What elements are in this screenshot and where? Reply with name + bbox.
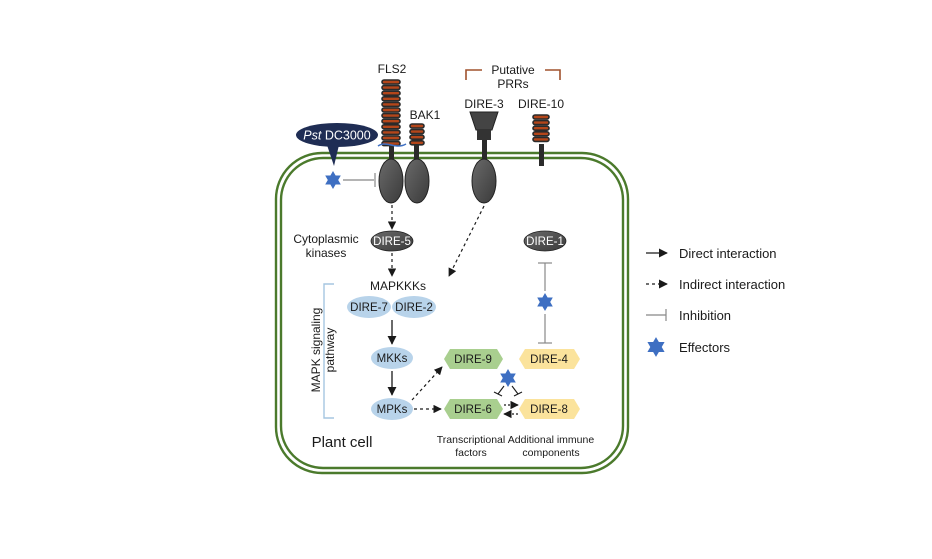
bak1-label: BAK1 bbox=[410, 108, 441, 122]
fls2-stalk bbox=[389, 145, 394, 163]
dire1-node bbox=[523, 230, 567, 252]
legend: Direct interaction Indirect interaction … bbox=[646, 246, 785, 357]
tf-label-1: Transcriptional bbox=[437, 434, 505, 446]
fls2-receptor bbox=[381, 79, 401, 147]
dire5-node bbox=[370, 230, 414, 252]
dire8-node bbox=[519, 399, 580, 419]
dire10-receptor bbox=[532, 114, 550, 143]
dire7-label: DIRE-7 bbox=[350, 302, 388, 314]
fls2-coil-segment bbox=[381, 96, 401, 102]
dire1-label: DIRE-1 bbox=[526, 236, 564, 248]
bak1-kinase-domain bbox=[404, 158, 430, 204]
dire3-to-dire2-arrow bbox=[448, 205, 485, 277]
fls2-bak1-link bbox=[377, 143, 407, 147]
mpks-node bbox=[371, 398, 413, 420]
legend-inhibition-label: Inhibition bbox=[679, 308, 731, 323]
mpk-to-dire9-arrow bbox=[411, 366, 443, 401]
effector-dire8-inhibition bbox=[511, 385, 519, 395]
effector-star-icon-dire6 bbox=[500, 369, 516, 387]
bak1-coil-segment bbox=[409, 128, 425, 135]
effector-dire6-inhibition-bar bbox=[493, 391, 503, 397]
fls2-kinase-domain bbox=[378, 158, 404, 204]
bak1-receptor bbox=[409, 123, 425, 146]
dire4-node bbox=[519, 349, 580, 369]
mkks-node bbox=[371, 347, 413, 369]
putative-prrs-bracket bbox=[465, 69, 561, 80]
cyto-kinases-label-1: Cytoplasmic bbox=[293, 232, 358, 246]
fls2-label: FLS2 bbox=[378, 62, 407, 76]
dire6-label: DIRE-6 bbox=[454, 404, 492, 416]
dire10-label: DIRE-10 bbox=[518, 97, 564, 111]
fls2-coil-segment bbox=[381, 84, 401, 91]
fls2-coil-segment bbox=[381, 79, 401, 85]
dire10-coil-segment bbox=[532, 136, 550, 143]
legend-effectors-label: Effectors bbox=[679, 340, 731, 355]
pst-dc3000-bubble: Pst DC3000 bbox=[296, 123, 378, 166]
mapk-pathway-label-1: MAPK signaling bbox=[309, 308, 323, 393]
legend-effector-star-icon bbox=[647, 337, 665, 357]
mpks-label: MPKs bbox=[377, 404, 408, 416]
dire10-coil-segment bbox=[532, 114, 550, 120]
fls2-coil-segment bbox=[381, 101, 401, 108]
effector-star-icon-dire4 bbox=[537, 293, 553, 311]
legend-direct-label: Direct interaction bbox=[679, 246, 777, 261]
fls2-coil-segment bbox=[381, 107, 401, 113]
mapkkks-label: MAPKKKs bbox=[370, 279, 426, 293]
fls2-coil-segment bbox=[381, 118, 401, 124]
dire10-stalk bbox=[539, 144, 544, 166]
mkks-label: MKKs bbox=[377, 353, 408, 365]
cyto-kinases-label-2: kinases bbox=[306, 246, 347, 260]
effector-dire6-inhibition bbox=[497, 385, 505, 395]
dire6-node bbox=[444, 399, 503, 419]
fls2-coil-segment bbox=[381, 124, 401, 130]
dire7-node bbox=[347, 296, 391, 318]
dire3-neck bbox=[477, 130, 491, 140]
dire2-label: DIRE-2 bbox=[395, 302, 433, 314]
effector-dire8-inhibition-bar bbox=[513, 391, 523, 397]
prrs-label: PRRs bbox=[497, 77, 528, 91]
dire3-kinase-domain bbox=[471, 158, 497, 204]
bak1-coil-segment bbox=[409, 134, 425, 140]
dire10-coil-segment bbox=[532, 125, 550, 131]
dire9-node bbox=[444, 349, 503, 369]
putative-label: Putative bbox=[491, 63, 535, 77]
dire8-label: DIRE-8 bbox=[530, 404, 568, 416]
fls2-coil-segment bbox=[381, 135, 401, 141]
cell-membrane-outer bbox=[274, 151, 630, 475]
pst-dc3000-label: Pst DC3000 bbox=[303, 129, 370, 143]
dire3-stalk bbox=[482, 140, 487, 164]
plant-cell-label: Plant cell bbox=[312, 434, 373, 451]
dire10-coil-segment bbox=[532, 119, 550, 126]
bak1-coil-segment bbox=[409, 123, 425, 129]
fls2-coil-segment bbox=[381, 129, 401, 136]
dire3-label: DIRE-3 bbox=[464, 97, 504, 111]
tf-label-2: factors bbox=[455, 447, 487, 459]
bak1-stalk bbox=[414, 145, 419, 163]
effector-star-icon bbox=[325, 171, 341, 189]
dire3-receptor-cup bbox=[469, 111, 499, 131]
mapk-pathway-label-2: pathway bbox=[323, 328, 337, 373]
fls2-coil-segment bbox=[381, 90, 401, 96]
legend-indirect-label: Indirect interaction bbox=[679, 277, 785, 292]
dire2-node bbox=[392, 296, 436, 318]
aic-label-1: Additional immune bbox=[508, 434, 595, 446]
mapk-bracket bbox=[323, 283, 334, 419]
dire10-coil-segment bbox=[532, 131, 550, 137]
bak1-coil-segment bbox=[409, 140, 425, 146]
dire9-label: DIRE-9 bbox=[454, 354, 492, 366]
dire4-label: DIRE-4 bbox=[530, 354, 568, 366]
aic-label-2: components bbox=[522, 447, 579, 459]
fls2-coil-segment bbox=[381, 112, 401, 119]
cell-membrane-inner bbox=[279, 156, 625, 470]
dire5-label: DIRE-5 bbox=[373, 236, 411, 248]
